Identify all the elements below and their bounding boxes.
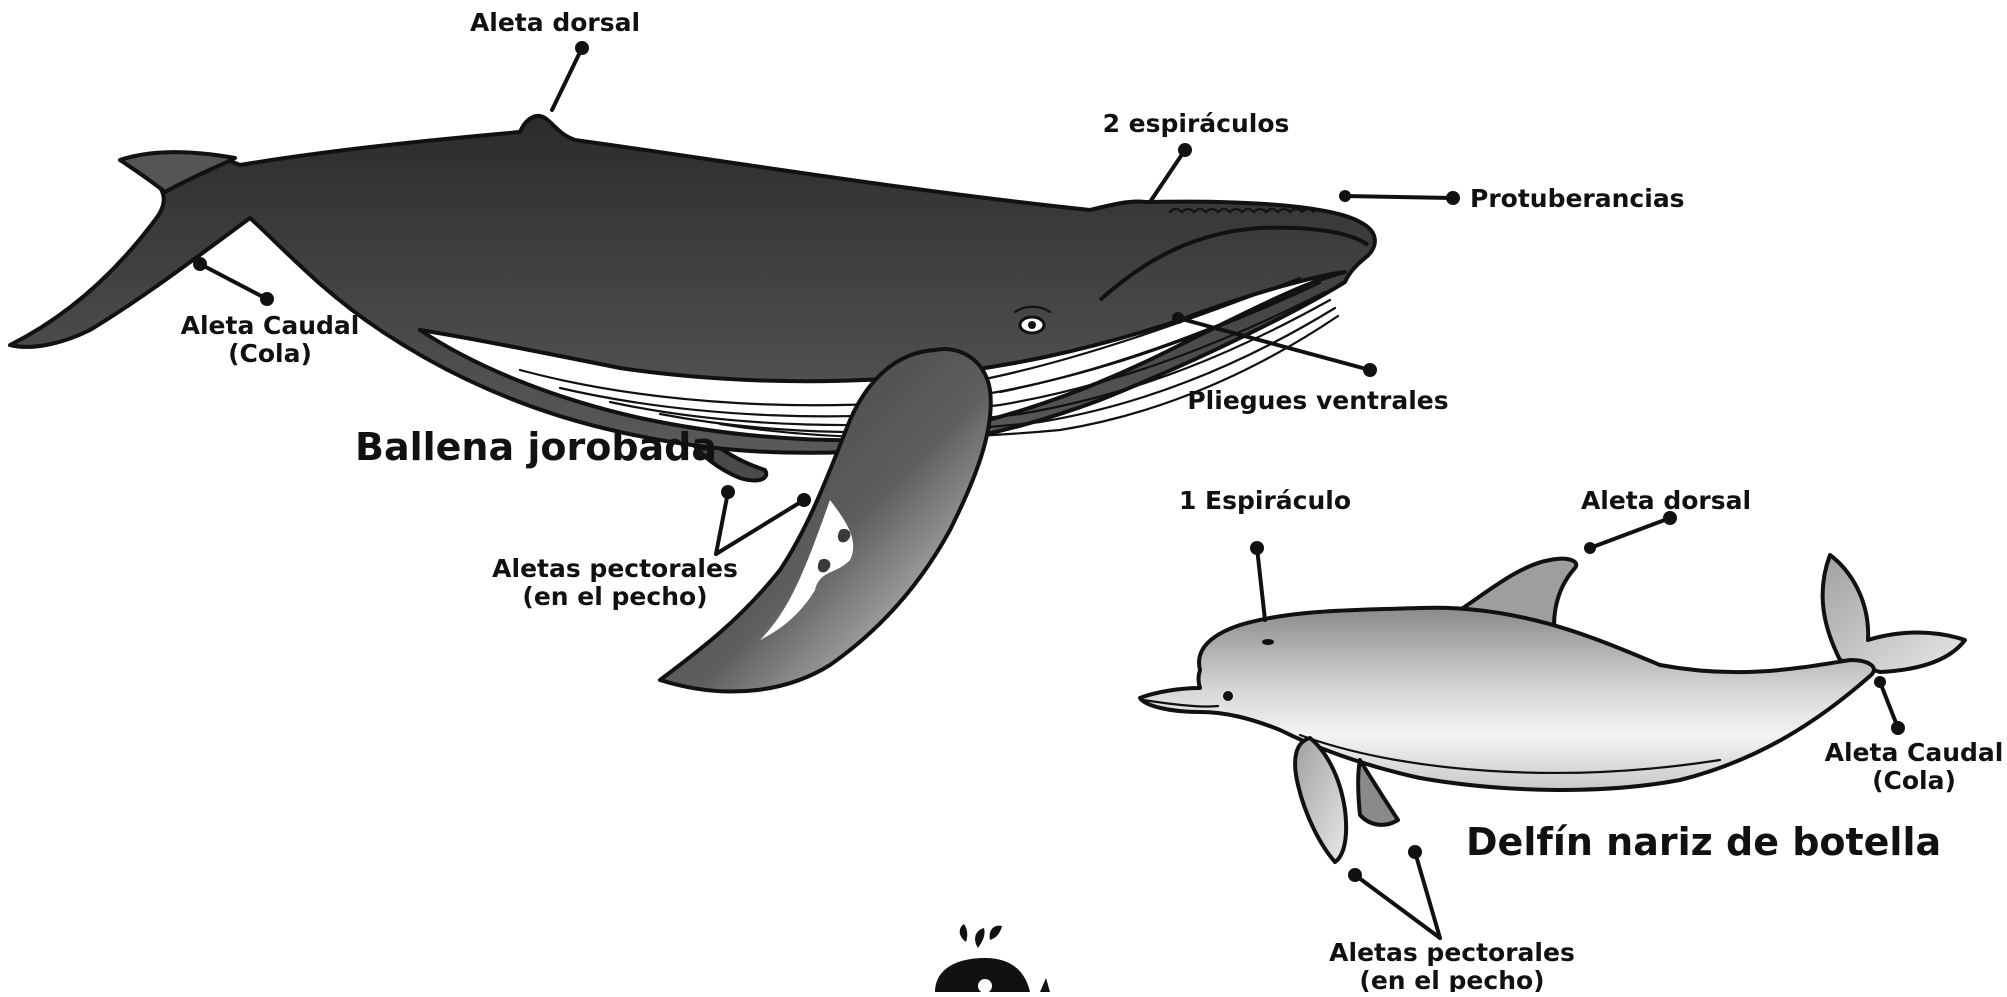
label-whale-blowholes: 2 espiráculos [1103,109,1290,138]
label-whale-pectoral-line2: (en el pecho) [522,582,707,611]
label-dolphin-pectoral-line1: Aletas pectorales [1329,938,1575,967]
whale-logo [935,924,1050,992]
label-dolphin-tail-line1: Aleta Caudal [1825,738,2004,767]
label-dolphin-dorsal-fin: Aleta dorsal [1581,486,1751,515]
label-dolphin-pectoral-line2: (en el pecho) [1359,966,1544,992]
label-whale-tubercles: Protuberancias [1470,184,1685,213]
label-whale-tail-line1: Aleta Caudal [181,311,360,340]
whale-title: Ballena jorobada [355,425,717,469]
dolphin-blowhole [1262,639,1274,645]
label-whale-pectoral-line1: Aletas pectorales [492,554,738,583]
label-dolphin-blowhole: 1 Espiráculo [1179,486,1351,515]
dolphin-tail-fluke [1823,555,1965,672]
logo-tail [1040,978,1050,992]
label-whale-ventral-pleats: Pliegues ventrales [1187,386,1448,415]
label-whale-tail-line2: (Cola) [228,339,312,368]
logo-spout [960,924,1002,948]
label-whale-dorsal-fin: Aleta dorsal [470,8,640,37]
dolphin-eye [1223,691,1233,701]
label-dolphin-tail-line2: (Cola) [1872,766,1956,795]
dolphin-title: Delfín nariz de botella [1466,820,1941,864]
dolphin-body [1140,608,1874,790]
